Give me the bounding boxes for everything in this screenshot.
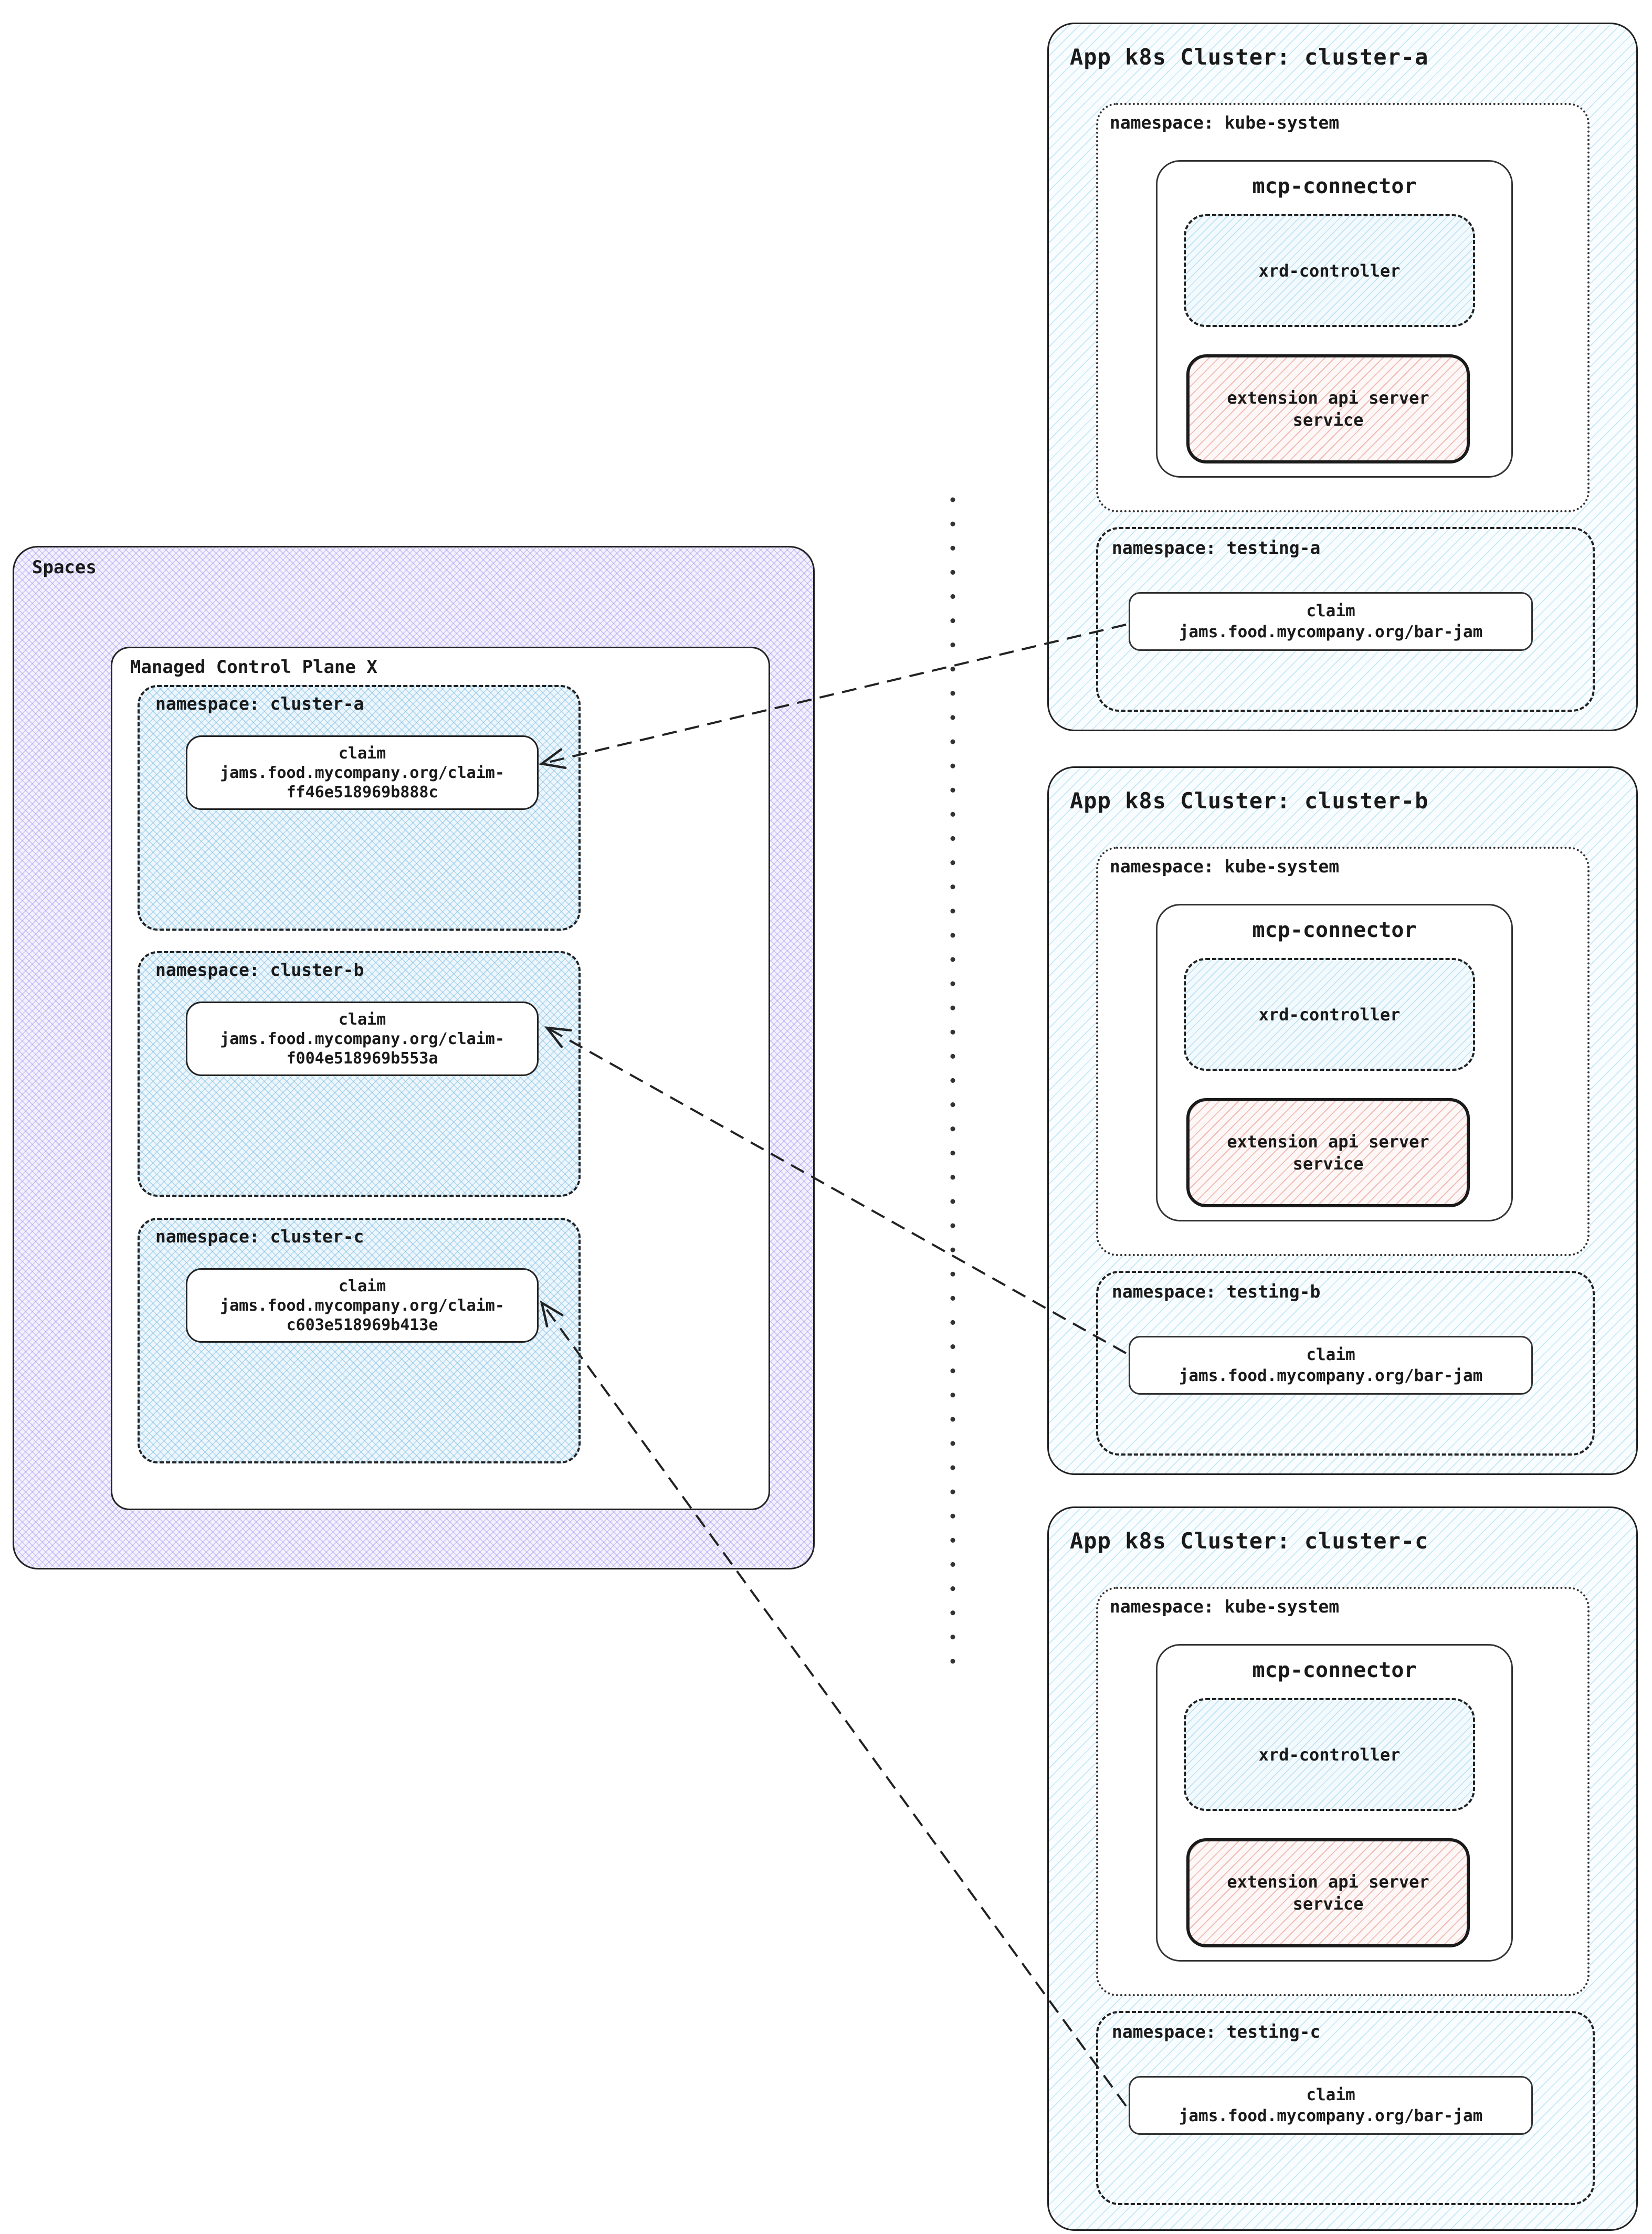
claim-title: claim — [1306, 1345, 1355, 1364]
claim-resource-line1: jams.food.mycompany.org/claim- — [220, 763, 504, 782]
testing-namespace-box: namespace: testing-a — [1096, 527, 1595, 712]
mcp-connector-box: mcp-connector xrd-controller extension a… — [1156, 904, 1513, 1221]
extension-api-server-box: extension api server service — [1186, 1098, 1470, 1207]
claim-resource-line2: ff46e518969b888c — [286, 783, 438, 802]
claim-resource-line2: f004e518969b553a — [286, 1049, 438, 1068]
mcp-connector-label: mcp-connector — [1252, 1658, 1417, 1682]
extension-api-server-label-line1: extension api server — [1227, 388, 1429, 408]
extension-api-server-label-line2: service — [1292, 1154, 1364, 1174]
extension-api-server-box: extension api server service — [1186, 354, 1470, 463]
claim-box-bar-jam: claim jams.food.mycompany.org/bar-jam — [1129, 1336, 1533, 1395]
namespace-label: namespace: cluster-b — [155, 960, 364, 980]
claim-title: claim — [1306, 2085, 1355, 2104]
extension-api-server-label-line2: service — [1292, 1894, 1364, 1914]
xrd-controller-label: xrd-controller — [1258, 1004, 1401, 1025]
kube-system-label: namespace: kube-system — [1110, 856, 1340, 877]
testing-namespace-label: namespace: testing-a — [1112, 538, 1321, 558]
cluster-title: App k8s Cluster: cluster-b — [1070, 788, 1429, 814]
extension-api-server-label-line1: extension api server — [1227, 1132, 1429, 1152]
claim-resource-line1: jams.food.mycompany.org/claim- — [220, 1296, 504, 1315]
claim-title: claim — [338, 1010, 386, 1029]
testing-namespace-label: namespace: testing-b — [1112, 1281, 1321, 1302]
namespace-box-cluster-a: namespace: cluster-a claim jams.food.myc… — [138, 685, 581, 931]
managed-control-plane-label: Managed Control Plane X — [130, 657, 377, 678]
kube-system-namespace-box: namespace: kube-system mcp-connector xrd… — [1096, 1587, 1590, 1996]
mcp-connector-box: mcp-connector xrd-controller extension a… — [1156, 160, 1513, 478]
claim-resource: jams.food.mycompany.org/bar-jam — [1179, 1366, 1483, 1385]
testing-namespace-label: namespace: testing-c — [1112, 2021, 1321, 2042]
extension-api-server-label-line1: extension api server — [1227, 1872, 1429, 1892]
cluster-title: App k8s Cluster: cluster-a — [1070, 44, 1429, 70]
xrd-controller-label: xrd-controller — [1258, 1744, 1401, 1765]
spaces-label: Spaces — [32, 557, 97, 578]
xrd-controller-box: xrd-controller — [1184, 958, 1475, 1071]
claim-resource-line1: jams.food.mycompany.org/claim- — [220, 1029, 504, 1048]
claim-box-bar-jam: claim jams.food.mycompany.org/bar-jam — [1129, 592, 1533, 651]
kube-system-label: namespace: kube-system — [1110, 1596, 1340, 1617]
claim-resource: jams.food.mycompany.org/bar-jam — [1179, 2106, 1483, 2125]
claim-title: claim — [1306, 602, 1355, 620]
cluster-box-b: App k8s Cluster: cluster-b namespace: ku… — [1047, 766, 1638, 1475]
cluster-title: App k8s Cluster: cluster-c — [1070, 1528, 1429, 1554]
namespace-label: namespace: cluster-c — [155, 1226, 364, 1247]
xrd-controller-box: xrd-controller — [1184, 1698, 1475, 1811]
spaces-box: Spaces Managed Control Plane X namespace… — [13, 546, 815, 1569]
xrd-controller-box: xrd-controller — [1184, 214, 1475, 327]
claim-box-cluster-a: claim jams.food.mycompany.org/claim- ff4… — [186, 735, 539, 810]
claim-title: claim — [338, 1277, 386, 1295]
namespace-box-cluster-c: namespace: cluster-c claim jams.food.myc… — [138, 1218, 581, 1463]
extension-api-server-box: extension api server service — [1186, 1838, 1470, 1947]
claim-title: claim — [338, 744, 386, 763]
managed-control-plane-box: Managed Control Plane X namespace: clust… — [111, 647, 770, 1510]
cluster-box-a: App k8s Cluster: cluster-a namespace: ku… — [1047, 23, 1638, 731]
extension-api-server-label-line2: service — [1292, 410, 1364, 430]
claim-resource: jams.food.mycompany.org/bar-jam — [1179, 623, 1483, 641]
claim-box-bar-jam: claim jams.food.mycompany.org/bar-jam — [1129, 2076, 1533, 2135]
claim-box-cluster-b: claim jams.food.mycompany.org/claim- f00… — [186, 1002, 539, 1076]
mcp-connector-label: mcp-connector — [1252, 918, 1417, 942]
cluster-box-c: App k8s Cluster: cluster-c namespace: ku… — [1047, 1506, 1638, 2231]
namespace-box-cluster-b: namespace: cluster-b claim jams.food.myc… — [138, 951, 581, 1197]
kube-system-namespace-box: namespace: kube-system mcp-connector xrd… — [1096, 103, 1590, 512]
claim-box-cluster-c: claim jams.food.mycompany.org/claim- c60… — [186, 1268, 539, 1343]
xrd-controller-label: xrd-controller — [1258, 260, 1401, 281]
testing-namespace-box: namespace: testing-c — [1096, 2011, 1595, 2205]
mcp-connector-label: mcp-connector — [1252, 174, 1417, 198]
kube-system-namespace-box: namespace: kube-system mcp-connector xrd… — [1096, 847, 1590, 1256]
claim-resource-line2: c603e518969b413e — [286, 1315, 438, 1334]
namespace-label: namespace: cluster-a — [155, 693, 364, 714]
kube-system-label: namespace: kube-system — [1110, 112, 1340, 133]
mcp-connector-box: mcp-connector xrd-controller extension a… — [1156, 1644, 1513, 1962]
